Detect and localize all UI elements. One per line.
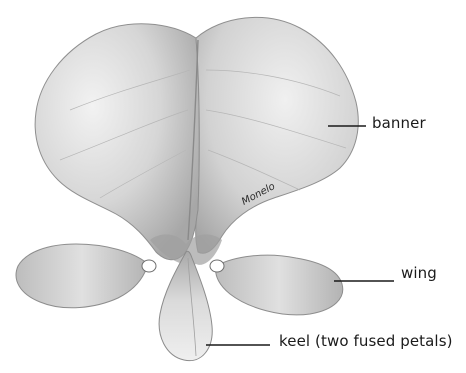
banner-petal-right-lobe bbox=[196, 17, 359, 253]
label-wing: wing bbox=[401, 264, 437, 282]
label-keel: keel (two fused petals) bbox=[279, 332, 453, 350]
banner-petal-left-lobe bbox=[35, 24, 199, 260]
wing-petal-right bbox=[216, 255, 343, 315]
wing-right-base bbox=[210, 260, 224, 272]
keel-petal bbox=[159, 251, 212, 360]
label-banner: banner bbox=[372, 114, 426, 132]
wing-petal-left bbox=[16, 244, 148, 308]
wing-left-base bbox=[142, 260, 156, 272]
